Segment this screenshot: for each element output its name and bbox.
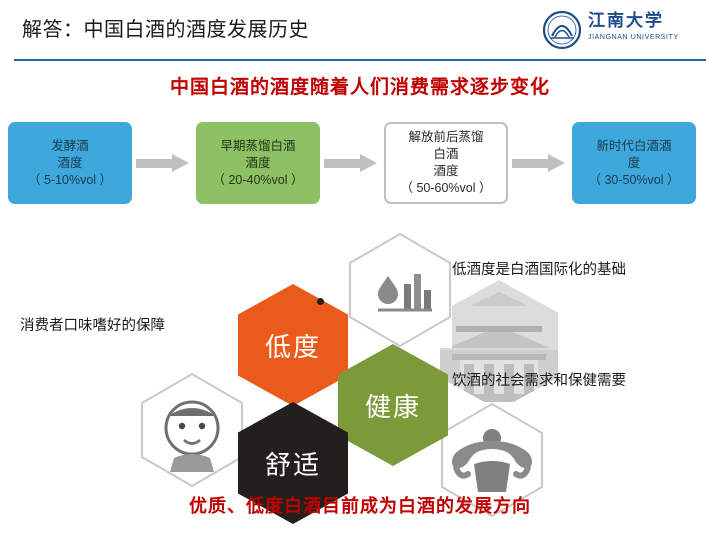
flow-step-2: 早期蒸馏白酒 酒度 （ 20-40%vol ） bbox=[196, 122, 320, 204]
flow-step-3-line-4: （ 50-60%vol ） bbox=[400, 181, 492, 195]
footer-conclusion: 优质、低度白酒目前成为白酒的发展方向 bbox=[189, 496, 531, 516]
flow-arrow-2 bbox=[324, 154, 378, 172]
flow-step-2-line-1: 早期蒸馏白酒 bbox=[220, 138, 296, 153]
hex-low-alcohol-label: 低度 bbox=[264, 331, 321, 362]
flow-step-4-line-2: 度 bbox=[627, 155, 641, 170]
note-social-health: 饮酒的社会需求和保健需要 bbox=[452, 373, 626, 389]
flow-step-3-line-1: 解放前后蒸馏 bbox=[408, 130, 484, 144]
flow-step-3-line-3: 酒度 bbox=[433, 164, 459, 178]
flow-step-4-line-1: 新时代白酒酒 bbox=[596, 138, 672, 153]
note-internationalization: 低酒度是白酒国际化的基础 bbox=[452, 262, 626, 278]
logo-wordmark: 江南大学 JIANGNAN UNIVERSITY bbox=[588, 11, 700, 43]
flow-step-3: 解放前后蒸馏 白酒 酒度 （ 50-60%vol ） bbox=[384, 122, 508, 204]
flow-step-4: 新时代白酒酒 度 （ 30-50%vol ） bbox=[572, 122, 696, 204]
university-logo: 江南大学 JIANGNAN UNIVERSITY bbox=[542, 8, 702, 54]
flow-arrow-1 bbox=[136, 154, 190, 172]
page-title: 解答：中国白酒的酒度发展历史 bbox=[22, 19, 309, 41]
header-divider bbox=[14, 59, 706, 61]
flow-step-1-line-1: 发酵酒 bbox=[51, 138, 89, 153]
note-consumer-taste: 消费者口味嗜好的保障 bbox=[20, 318, 165, 334]
hex-comfort: 舒适 bbox=[238, 402, 348, 524]
strong-person-icon bbox=[440, 402, 544, 518]
hex-diagram: 低度 健康 舒适 低酒度是白酒国际化的基础 消费者口味嗜好的保障 饮酒的社会需求… bbox=[0, 222, 720, 524]
connector-dot-bottom bbox=[244, 430, 251, 437]
subtitle: 中国白酒的酒度随着人们消费需求逐步变化 bbox=[169, 77, 550, 98]
hex-health-label: 健康 bbox=[364, 391, 421, 422]
flow-arrow-3 bbox=[512, 154, 566, 172]
flow-step-1-line-2: 酒度 bbox=[57, 155, 83, 170]
architecture-photo bbox=[440, 280, 558, 410]
flow-diagram: 发酵酒 酒度 （ 5-10%vol ） 早期蒸馏白酒 酒度 （ 20-40%vo… bbox=[0, 122, 720, 218]
logo-name-en: JIANGNAN UNIVERSITY bbox=[588, 34, 679, 41]
flow-step-1: 发酵酒 酒度 （ 5-10%vol ） bbox=[8, 122, 132, 204]
logo-name-cn: 江南大学 bbox=[588, 11, 664, 30]
connector-dot-top bbox=[317, 298, 324, 305]
slide-header: 解答：中国白酒的酒度发展历史 江南大学 JIANGNAN UNIVERSITY bbox=[0, 0, 720, 61]
flow-step-3-line-2: 白酒 bbox=[433, 147, 459, 161]
hex-low-alcohol: 低度 bbox=[238, 284, 348, 406]
hex-comfort-label: 舒适 bbox=[264, 449, 321, 480]
flow-step-1-line-3: （ 5-10%vol ） bbox=[27, 172, 113, 187]
hex-health: 健康 bbox=[338, 344, 448, 466]
flow-step-4-line-3: （ 30-50%vol ） bbox=[588, 172, 680, 187]
flow-step-2-line-2: 酒度 bbox=[245, 155, 271, 170]
factory-droplet-icon bbox=[348, 232, 452, 348]
face-person-icon bbox=[140, 372, 244, 488]
flow-step-2-line-3: （ 20-40%vol ） bbox=[212, 172, 304, 187]
university-crest-icon bbox=[542, 10, 582, 50]
